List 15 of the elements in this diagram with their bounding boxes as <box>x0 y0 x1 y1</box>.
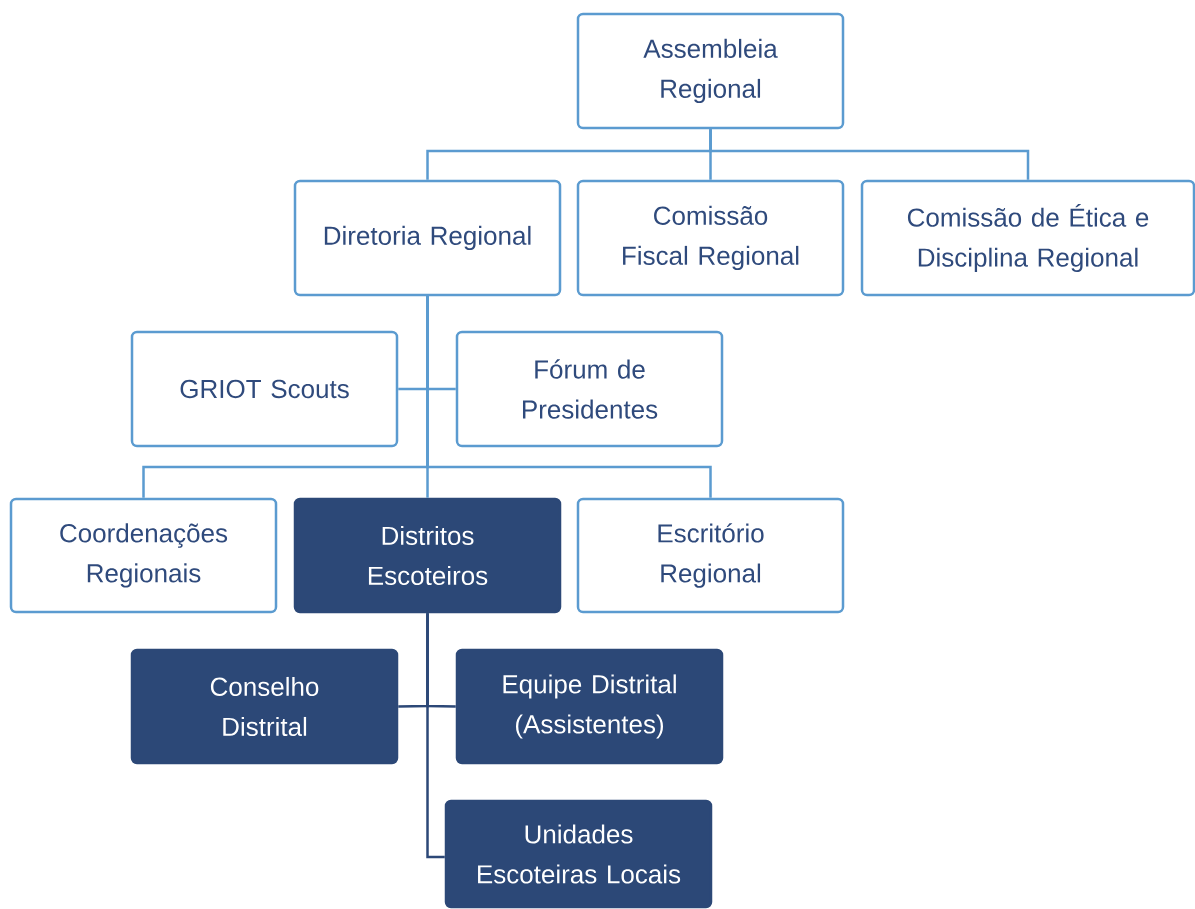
org-box: Assembleia Regional <box>576 12 845 130</box>
org-box: Comissão Fiscal Regional <box>576 179 845 297</box>
unit-box: Conselho Distrital <box>130 648 399 765</box>
connector-line <box>426 613 445 859</box>
org-box: Diretoria Regional <box>293 179 562 297</box>
org-box: Coordenações Regionais <box>9 497 278 614</box>
unit-box: Equipe Distrital (Assistentes) <box>455 648 724 765</box>
org-box: Comissão de Ética e Disciplina Regional <box>860 179 1195 297</box>
org-box: GRIOT Scouts <box>130 330 399 448</box>
unit-box: Distritos Escoteiros <box>293 497 562 614</box>
org-box: Fórum de Presidentes <box>455 330 724 448</box>
unit-box: Unidades Escoteiras Locais <box>444 799 713 909</box>
org-box: Escritório Regional <box>576 497 845 614</box>
connector-line <box>426 296 712 498</box>
connector-line <box>709 129 1030 180</box>
